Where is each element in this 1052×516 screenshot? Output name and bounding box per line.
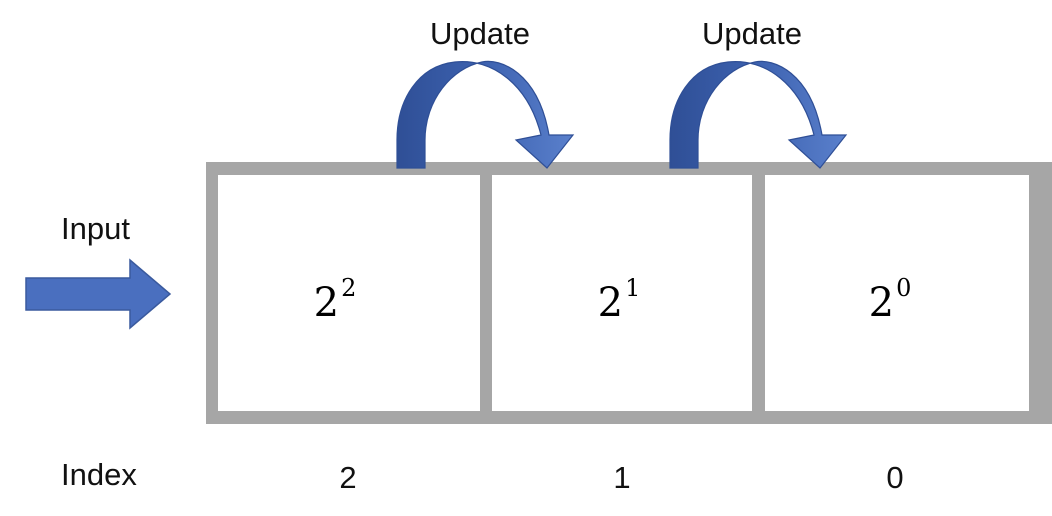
index-value-1: 1 bbox=[613, 460, 631, 495]
update-arrow-icon-1 bbox=[396, 60, 575, 169]
power-exponent: 1 bbox=[625, 274, 641, 302]
update-arrow-icon-2 bbox=[669, 60, 848, 169]
cell-index-2 bbox=[218, 175, 480, 411]
index-label: Index bbox=[61, 457, 137, 492]
power-base: 2 bbox=[313, 280, 340, 326]
update-label-1: Update bbox=[430, 16, 530, 51]
index-value-2: 2 bbox=[339, 460, 357, 495]
cell-index-0 bbox=[765, 175, 1029, 411]
cell-index-1 bbox=[492, 175, 752, 411]
power-exponent: 2 bbox=[341, 274, 357, 302]
input-label: Input bbox=[61, 211, 130, 246]
index-value-0: 0 bbox=[886, 460, 904, 495]
power-base: 2 bbox=[597, 280, 624, 326]
power-of-two-0: 20 bbox=[830, 276, 950, 323]
power-exponent: 0 bbox=[896, 274, 912, 302]
power-base: 2 bbox=[868, 280, 895, 326]
power-of-two-2: 22 bbox=[275, 276, 395, 323]
input-arrow-icon bbox=[25, 258, 172, 330]
power-of-two-1: 21 bbox=[559, 276, 679, 323]
update-label-2: Update bbox=[702, 16, 802, 51]
